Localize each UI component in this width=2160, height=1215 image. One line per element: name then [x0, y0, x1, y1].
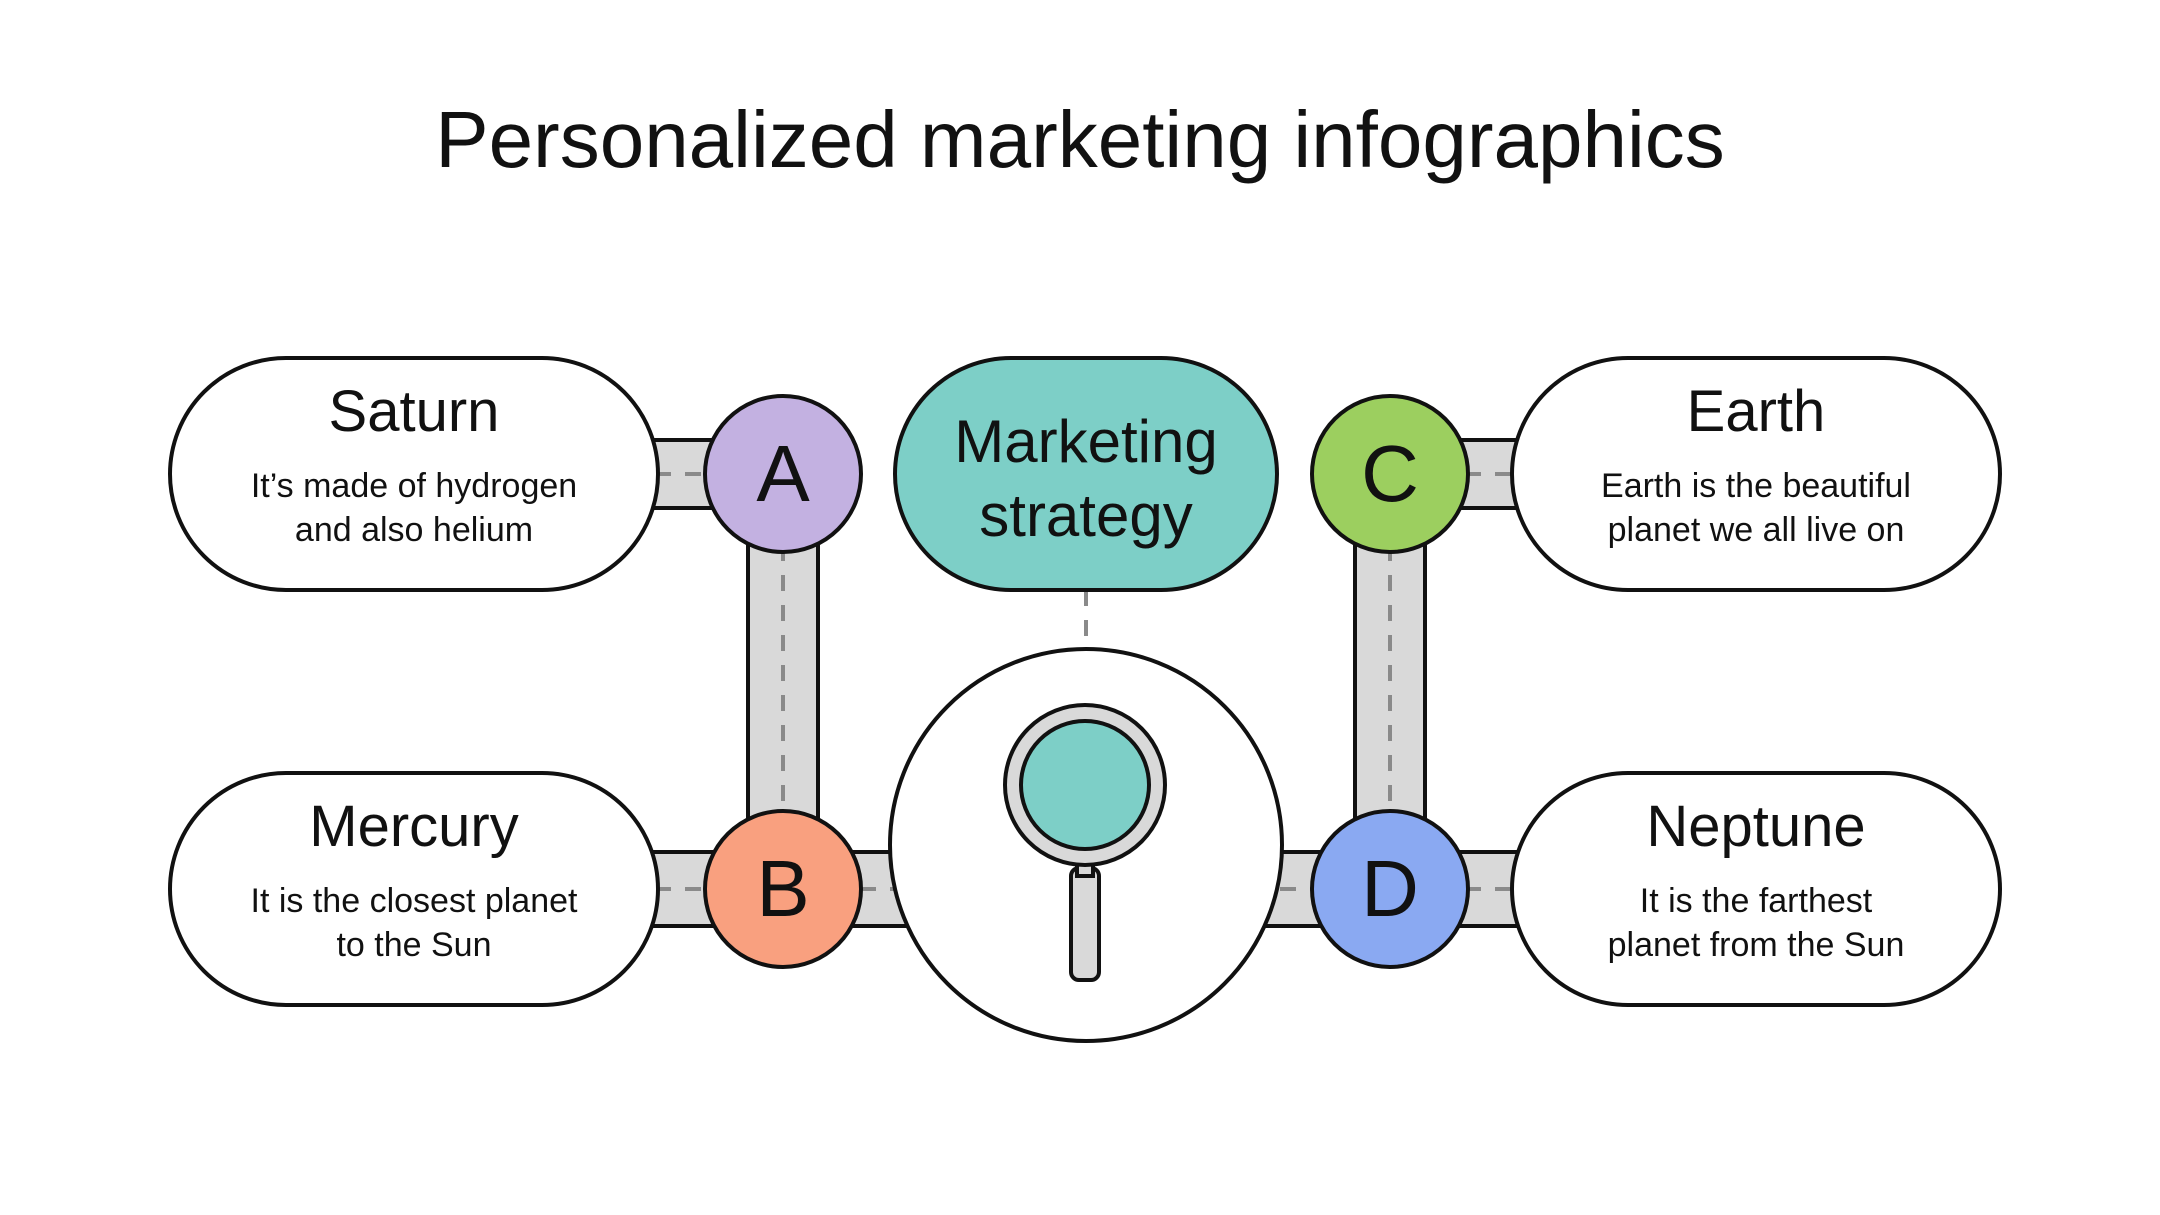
- item-neptune: Neptune It is the farthest planet from t…: [1512, 793, 2000, 967]
- item-description-line: It’s made of hydrogen: [250, 467, 578, 505]
- letter-d: D: [1361, 844, 1419, 933]
- item-description-line: to the Sun: [336, 926, 492, 964]
- center-label-line2: strategy: [979, 482, 1193, 549]
- center-label-line1: Marketing: [954, 408, 1218, 475]
- page-title: Personalized marketing infographics: [435, 95, 1725, 184]
- item-description: It is the farthest planet from the Sun: [1512, 879, 2000, 967]
- center-label: Marketing strategy: [895, 405, 1277, 553]
- pill-earth: [1510, 356, 2002, 592]
- pill-mercury: [168, 771, 660, 1007]
- letter-a: A: [756, 429, 810, 518]
- circle-a: [703, 394, 863, 554]
- dashed-lines: [655, 472, 1525, 891]
- item-description-line: It is the closest planet: [250, 882, 578, 920]
- item-title: Neptune: [1646, 794, 1866, 859]
- item-title: Mercury: [309, 794, 519, 859]
- circle-d: [1310, 809, 1470, 969]
- item-description-line: and also helium: [294, 511, 534, 549]
- letter-b: B: [756, 844, 810, 933]
- letter-circles: [703, 394, 1470, 969]
- item-title: Saturn: [328, 379, 500, 444]
- item-description-line: It is the farthest: [1639, 882, 1873, 920]
- item-description: It’s made of hydrogen and also helium: [170, 464, 658, 552]
- item-description-line: planet from the Sun: [1607, 926, 1905, 964]
- item-mercury: Mercury It is the closest planet to the …: [170, 793, 658, 967]
- item-description: It is the closest planet to the Sun: [170, 879, 658, 967]
- item-saturn: Saturn It’s made of hydrogen and also he…: [170, 378, 658, 552]
- magnifying-glass-icon: [1003, 703, 1167, 982]
- item-title: Earth: [1686, 379, 1826, 444]
- center-pill: [893, 356, 1279, 592]
- letter-c: C: [1361, 429, 1419, 518]
- pill-neptune: [1510, 771, 2002, 1007]
- item-earth: Earth Earth is the beautiful planet we a…: [1512, 378, 2000, 552]
- item-description-line: planet we all live on: [1607, 511, 1905, 549]
- pills: [168, 356, 2002, 1007]
- item-description-line: Earth is the beautiful: [1601, 467, 1911, 505]
- item-description: Earth is the beautiful planet we all liv…: [1512, 464, 2000, 552]
- circle-c: [1310, 394, 1470, 554]
- pill-saturn: [168, 356, 660, 592]
- circle-b: [703, 809, 863, 969]
